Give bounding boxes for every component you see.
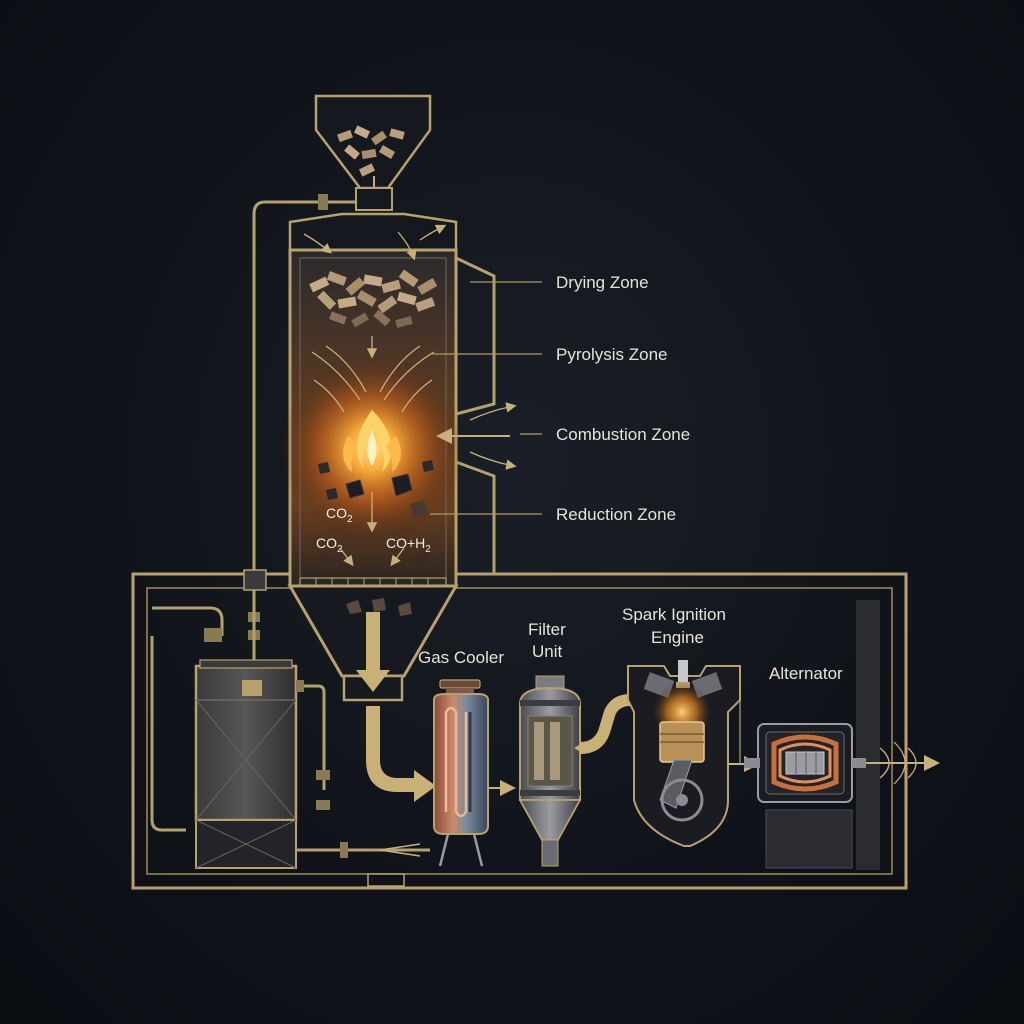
gasifier-reactor: CO2 CO2 CO+H2 <box>280 212 496 702</box>
char-particles <box>318 460 434 570</box>
alternator-label: Alternator <box>769 664 843 683</box>
spark-ignition-engine <box>627 660 760 847</box>
combustion-flames <box>343 410 401 472</box>
zone-labels: Drying Zone Pyrolysis Zone Combustion Zo… <box>430 273 690 524</box>
engine-label-line2: Engine <box>651 628 704 647</box>
co2-label-lower: CO2 <box>316 535 343 555</box>
pyrolysis-flow-lines <box>311 336 435 413</box>
gas-cooler <box>433 679 516 867</box>
syngas-label: CO+H2 <box>386 535 431 555</box>
filter-unit-label-line1: Filter <box>528 620 566 639</box>
drying-zone-biomass <box>309 269 438 328</box>
pyrolysis-zone-label: Pyrolysis Zone <box>556 345 667 364</box>
air-inlet-arrows <box>303 224 517 470</box>
filter-unit <box>518 675 582 867</box>
drying-zone-label: Drying Zone <box>556 273 649 292</box>
filter-to-engine-pipe <box>574 694 631 754</box>
syngas-flow-arrow <box>356 612 436 802</box>
recirculation-pipe <box>243 194 358 660</box>
filter-unit-label-line2: Unit <box>532 642 563 661</box>
alternator <box>744 723 940 869</box>
fuel-hopper <box>314 94 432 211</box>
engine-label-line1: Spark Ignition <box>622 605 726 624</box>
reduction-zone-label: Reduction Zone <box>556 505 676 524</box>
gas-cooler-label: Gas Cooler <box>418 648 504 667</box>
hopper-biomass <box>337 125 405 177</box>
storage-tank <box>150 606 430 869</box>
base-frame <box>131 572 908 890</box>
combustion-zone-label: Combustion Zone <box>556 425 690 444</box>
co2-label-upper: CO2 <box>326 505 353 525</box>
